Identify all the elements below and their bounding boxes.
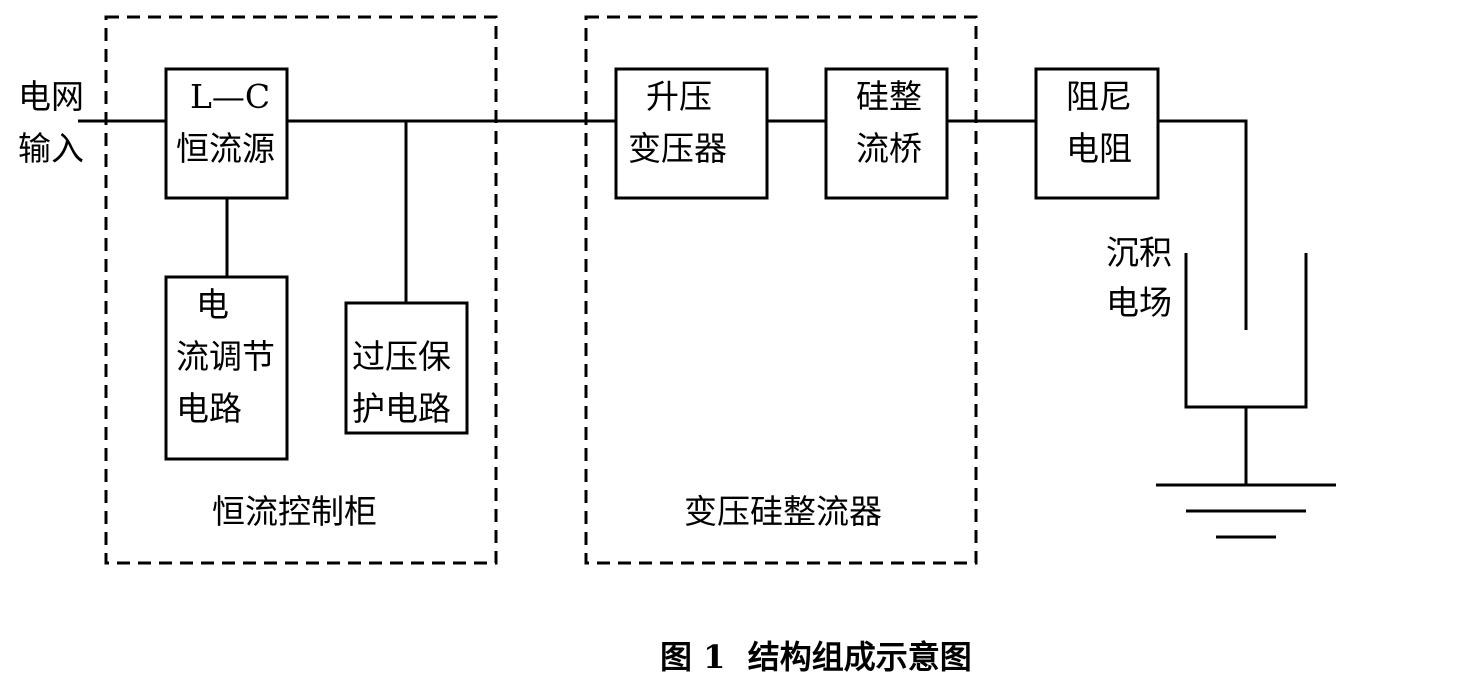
grid-input-line2: 输入 xyxy=(18,129,84,168)
figure-caption: 图 1 结构组成示意图 xyxy=(660,638,972,676)
lc-source-line2: 恒流源 xyxy=(176,129,275,168)
rectifier-bridge-box xyxy=(824,67,949,200)
damping-resistor-box xyxy=(1034,67,1160,200)
control-cabinet-label: 恒流控制柜 xyxy=(212,492,377,531)
lc-source-box xyxy=(164,67,289,200)
damping-resistor-line1: 阻尼 xyxy=(1066,77,1132,116)
rectifier-group-frame xyxy=(584,15,978,565)
step-up-transformer-line1: 升压 xyxy=(646,77,712,116)
control-cabinet-frame xyxy=(104,15,498,565)
current-regulator-line3: 电路 xyxy=(176,389,242,428)
ground-icon xyxy=(1156,483,1336,539)
damping-resistor-line2: 电阻 xyxy=(1066,129,1132,168)
current-regulator-line1: 电 xyxy=(196,285,229,324)
lc-source-line1: L—C xyxy=(190,77,270,116)
rectifier-bridge-line2: 流桥 xyxy=(856,129,922,168)
step-up-transformer-box xyxy=(614,67,769,200)
deposition-field-line1: 沉积 xyxy=(1106,233,1172,272)
wire-resistor-electrode xyxy=(1158,119,1248,330)
rectifier-group-label: 变压硅整流器 xyxy=(684,492,882,531)
overvoltage-protection-line2: 护电路 xyxy=(352,389,451,428)
grid-input-line1: 电网 xyxy=(18,77,84,116)
current-regulator-box xyxy=(164,275,289,461)
overvoltage-protection-box xyxy=(344,301,469,435)
rectifier-bridge-line1: 硅整 xyxy=(856,77,922,116)
step-up-transformer-line2: 变压器 xyxy=(628,129,727,168)
current-regulator-line2: 流调节 xyxy=(176,337,275,376)
overvoltage-protection-line1: 过压保 xyxy=(352,337,451,376)
deposition-field-line2: 电场 xyxy=(1106,283,1172,322)
